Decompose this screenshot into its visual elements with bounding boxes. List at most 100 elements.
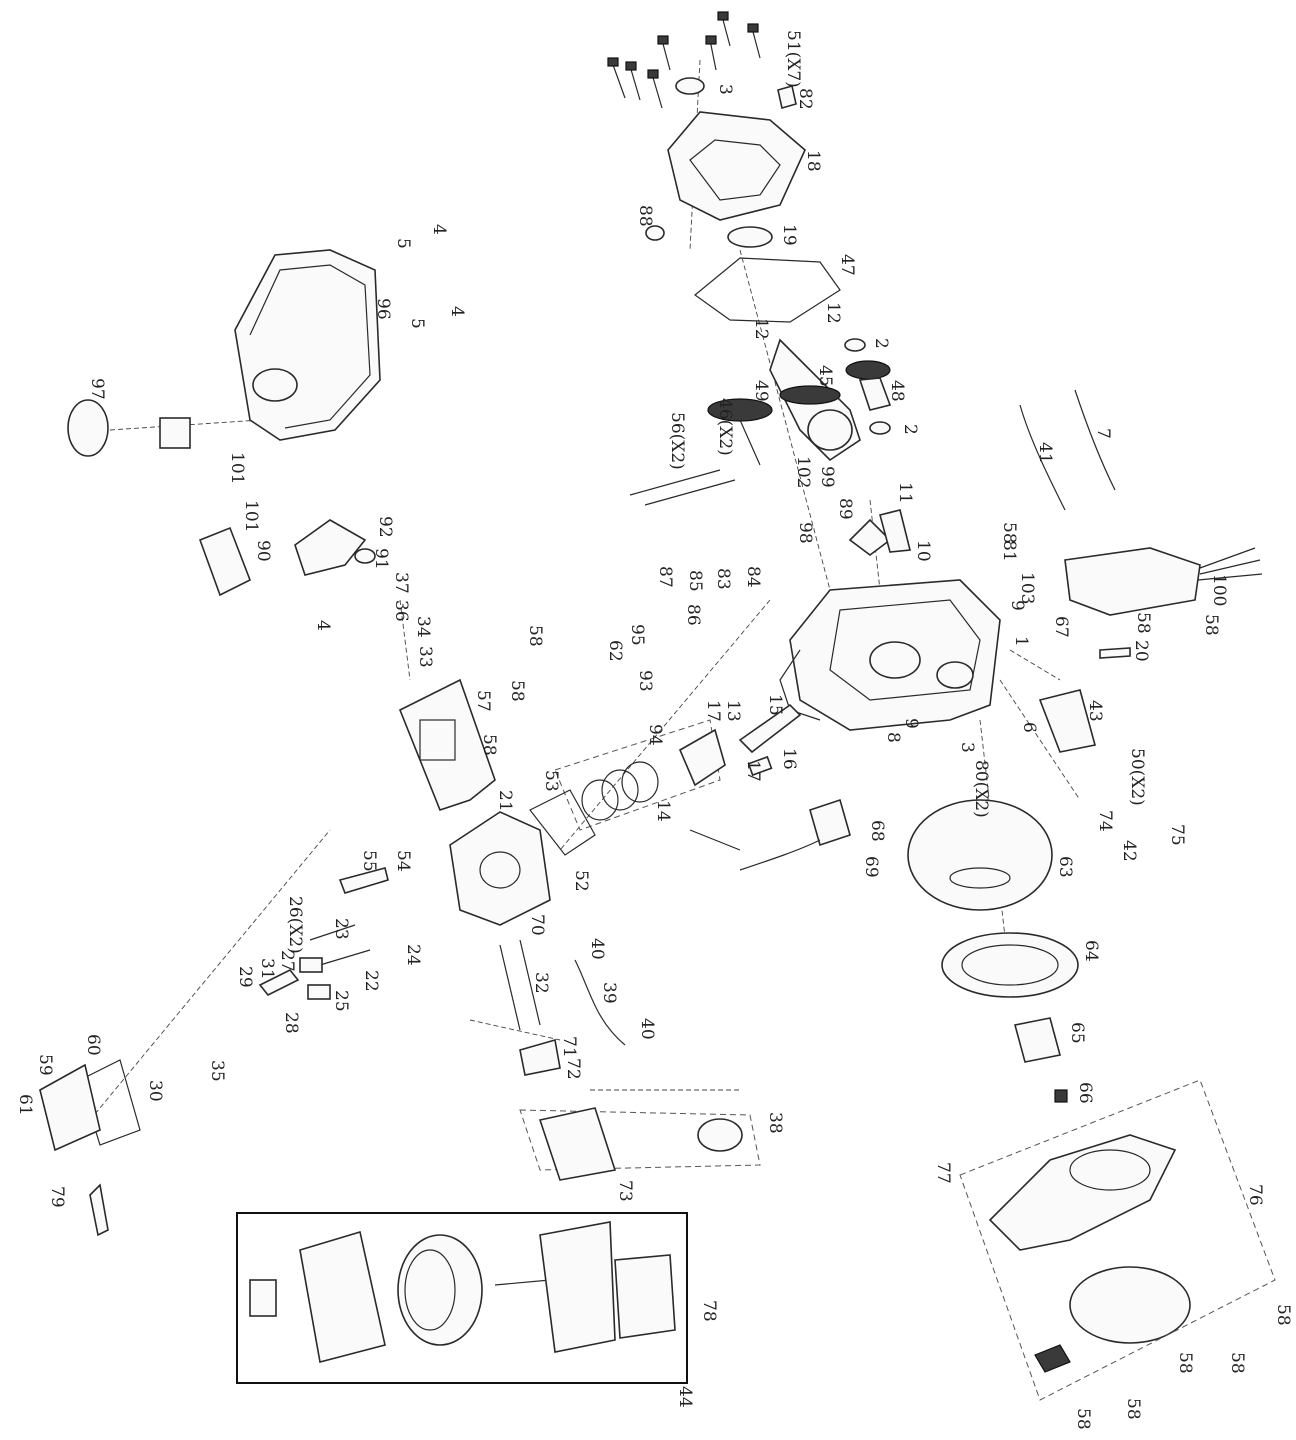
label-74: 74: [1095, 810, 1115, 832]
label-3: 3: [715, 84, 735, 95]
label-4: 4: [447, 306, 467, 317]
label-58: 58: [525, 625, 545, 647]
label-65: 65: [1067, 1022, 1087, 1044]
label-58: 58: [507, 680, 527, 702]
label-10: 10: [913, 540, 933, 562]
label-16: 16: [779, 748, 799, 770]
label-66: 66: [1075, 1082, 1095, 1104]
label-32: 32: [531, 972, 551, 994]
label-58: 58: [1227, 1352, 1247, 1374]
label-22: 22: [361, 970, 381, 992]
label-38: 38: [765, 1112, 785, 1134]
label-47: 47: [837, 254, 857, 276]
label-6: 6: [1019, 722, 1039, 733]
spark-plug-55: [338, 867, 389, 894]
label-34: 34: [413, 616, 433, 638]
label-50: 50(X2): [1127, 748, 1147, 806]
label-86: 86: [683, 604, 703, 626]
cam-gear-48: [845, 360, 891, 380]
valve-23: [309, 924, 356, 941]
label-79: 79: [47, 1186, 67, 1208]
label-17: 17: [703, 700, 723, 722]
exhaust-92: [294, 519, 367, 576]
parts: [39, 11, 1276, 1401]
label-51: 51(X7): [783, 30, 803, 88]
label-58: 58: [479, 734, 499, 756]
pin-56: [629, 469, 721, 496]
label-18: 18: [803, 150, 823, 172]
label-24: 24: [403, 944, 423, 966]
label-5: 5: [407, 318, 427, 329]
label-48: 48: [887, 380, 907, 402]
label-82: 82: [795, 88, 815, 110]
label-60: 60: [83, 1034, 103, 1056]
label-71: 71: [559, 1036, 579, 1058]
label-84: 84: [743, 566, 763, 588]
label-100: 100: [1209, 574, 1229, 606]
label-23: 23: [331, 918, 351, 940]
label-46: 46(X2): [715, 398, 735, 456]
valve-22: [319, 949, 371, 966]
bolt-set-51: [607, 11, 761, 109]
label-26: 26(X2): [285, 896, 305, 954]
crankshaft-45: [769, 338, 861, 462]
label-83: 83: [713, 568, 733, 590]
label-69: 69: [861, 856, 881, 878]
label-80: 80(X2): [971, 760, 991, 818]
label-7: 7: [1093, 428, 1113, 439]
label-19: 19: [779, 224, 799, 246]
label-64: 64: [1081, 940, 1101, 962]
label-39: 39: [599, 982, 619, 1004]
label-67: 67: [1051, 616, 1071, 638]
sensor-82: [777, 84, 797, 110]
label-8: 8: [883, 732, 903, 743]
label-9: 9: [1007, 600, 1027, 611]
bearing-19: [727, 226, 773, 248]
recoil-group-outline: [959, 1079, 1276, 1401]
label-9: 9: [901, 718, 921, 729]
label-89: 89: [835, 498, 855, 520]
label-25: 25: [331, 990, 351, 1012]
label-81: 81: [999, 540, 1019, 562]
label-58: 58: [999, 522, 1019, 544]
label-4: 4: [313, 620, 333, 631]
label-78: 78: [699, 1300, 719, 1322]
fuel-line-39: [574, 959, 626, 1046]
flywheel-63: [907, 799, 1053, 911]
label-93: 93: [635, 670, 655, 692]
label-91: 91: [371, 548, 391, 570]
label-58: 58: [1123, 1398, 1143, 1420]
cable-41: [1019, 404, 1066, 511]
label-101: 101: [227, 452, 247, 484]
label-4: 4: [429, 224, 449, 235]
label-37: 37: [391, 572, 411, 594]
label-62: 62: [605, 640, 625, 662]
piston-14: [678, 728, 726, 787]
label-102: 102: [793, 456, 813, 488]
connecting-rod-13: [738, 703, 802, 754]
intake-71: [519, 1038, 561, 1076]
dipstick-79: [89, 1183, 109, 1237]
label-103: 103: [1017, 572, 1037, 604]
label-5: 5: [393, 238, 413, 249]
label-30: 30: [145, 1080, 165, 1102]
head-shield-57: [398, 678, 496, 811]
label-54: 54: [393, 850, 413, 872]
carburetor-38: [538, 1107, 617, 1181]
label-31: 31: [257, 958, 277, 980]
label-59: 59: [35, 1054, 55, 1076]
label-44: 44: [675, 1386, 695, 1408]
label-12: 12: [751, 318, 771, 340]
valve-cover-59: [39, 1063, 101, 1152]
label-56: 56(X2): [667, 412, 687, 470]
label-58: 58: [1273, 1304, 1293, 1326]
label-12: 12: [823, 302, 843, 324]
label-49: 49: [751, 380, 771, 402]
pushrod-32: [499, 944, 521, 1031]
pulley-65: [1014, 1017, 1061, 1063]
label-52: 52: [571, 870, 591, 892]
label-43: 43: [1085, 700, 1105, 722]
label-21: 21: [495, 790, 515, 812]
piston-group-outline: [554, 719, 721, 831]
